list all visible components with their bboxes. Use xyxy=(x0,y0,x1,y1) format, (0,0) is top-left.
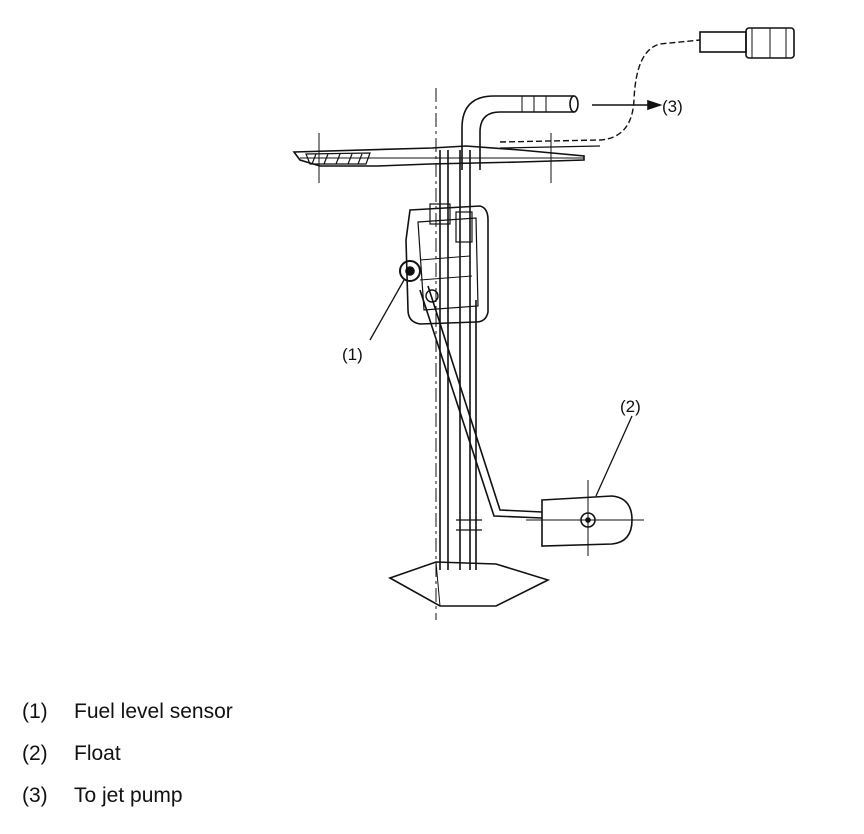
legend-text: To jet pump xyxy=(74,784,183,807)
mounting-flange xyxy=(292,145,585,167)
callout-3: (3) xyxy=(662,97,683,116)
legend-number: (2) xyxy=(22,742,48,765)
callout-1: (1) xyxy=(342,345,363,364)
sensor-pivot xyxy=(399,260,421,282)
callout-2: (2) xyxy=(620,397,641,416)
float-arm xyxy=(419,285,543,519)
legend-text: Float xyxy=(74,742,121,765)
outlet-pipe xyxy=(461,95,574,170)
fuel-sender-diagram: (1) (2) (3) xyxy=(292,27,795,620)
legend-text: Fuel level sensor xyxy=(74,700,233,723)
filter-base xyxy=(388,561,551,607)
legend-number: (3) xyxy=(22,784,48,807)
sensor-housing xyxy=(405,205,489,325)
harness-connector xyxy=(699,31,747,53)
wire-harness xyxy=(499,39,701,143)
leader-line-2 xyxy=(595,415,633,497)
support-tube xyxy=(439,150,477,570)
outlet-pipe-end xyxy=(569,95,579,113)
arrow-head-3 xyxy=(647,99,663,111)
legend-number: (1) xyxy=(22,700,48,723)
leader-line-1 xyxy=(369,279,405,341)
flange-hatch xyxy=(305,152,371,165)
